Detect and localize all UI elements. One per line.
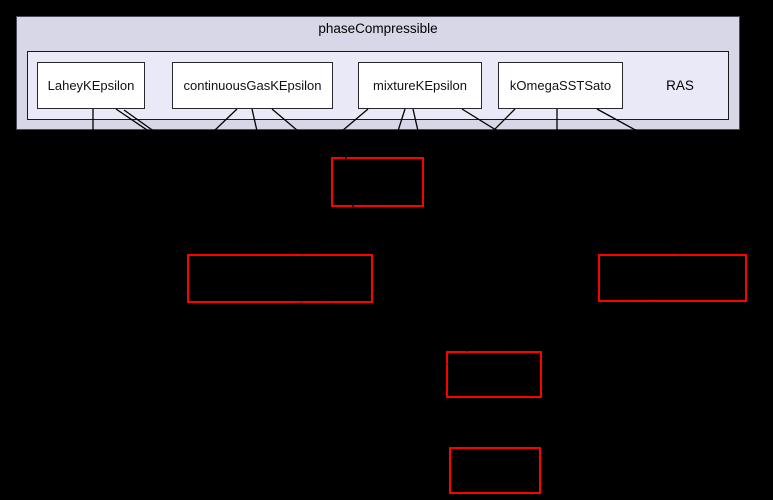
dependency-edge-12 bbox=[509, 109, 558, 352]
dependency-edge-14 bbox=[309, 206, 353, 255]
external-dir-node-ext-5[interactable] bbox=[449, 447, 541, 494]
dependency-edge-10 bbox=[461, 108, 680, 255]
dependency-edge-18 bbox=[541, 301, 652, 381]
dependency-edge-19 bbox=[299, 302, 469, 352]
external-dir-node-ext-3[interactable] bbox=[598, 254, 747, 302]
dependency-edge-15 bbox=[379, 206, 486, 352]
dependency-edge-5 bbox=[251, 108, 279, 255]
dependency-edge-3 bbox=[123, 109, 343, 255]
dependency-edge-4 bbox=[213, 108, 254, 255]
dependency-edge-16 bbox=[394, 206, 447, 366]
external-dir-node-ext-2[interactable] bbox=[187, 254, 373, 303]
dir-node-continuousGasKEpsilon[interactable]: continuousGasKEpsilon bbox=[172, 62, 333, 109]
external-dir-node-ext-4[interactable] bbox=[446, 351, 542, 398]
cluster-phase-compressible-label[interactable]: phaseCompressible bbox=[318, 21, 438, 36]
cluster-ras-label[interactable]: RAS bbox=[666, 77, 694, 93]
dir-node-laheyKEpsilon[interactable]: LaheyKEpsilon bbox=[37, 62, 145, 109]
dependency-edge-22 bbox=[501, 397, 506, 448]
dir-node-kOmegaSSTSato[interactable]: kOmegaSSTSato bbox=[498, 62, 623, 109]
dir-node-mixtureKEpsilon[interactable]: mixtureKEpsilon bbox=[358, 62, 482, 109]
dependency-edge-21 bbox=[484, 397, 488, 448]
external-dir-node-ext-1[interactable] bbox=[331, 157, 424, 207]
dependency-edge-13 bbox=[596, 108, 647, 255]
dependency-edge-2 bbox=[115, 108, 304, 255]
